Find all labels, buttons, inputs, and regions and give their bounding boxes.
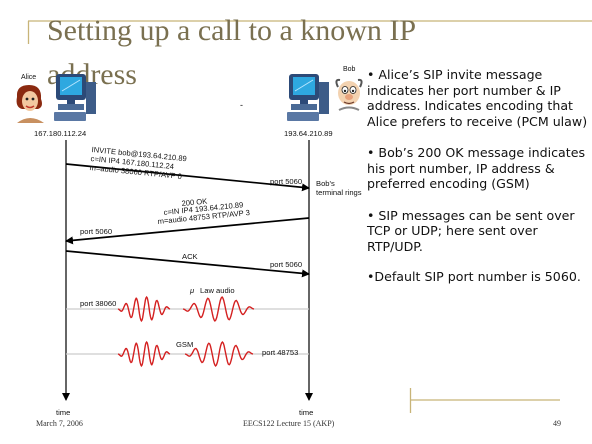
- bob-media-port: port 48753: [262, 348, 299, 357]
- invite-arrow: [65, 163, 310, 192]
- bob-label: Bob: [343, 66, 356, 73]
- ok-port: port 5060: [80, 227, 113, 236]
- invite-port: port 5060: [270, 177, 303, 186]
- alice-computer-icon: [54, 74, 96, 121]
- alice-time-label: time: [56, 408, 71, 417]
- title-dash: -: [240, 100, 243, 110]
- alice-media-port: port 38060: [80, 299, 117, 308]
- bob-time-label: time: [299, 408, 314, 417]
- footer-page-number: 49: [553, 419, 561, 428]
- bob-person-icon: [335, 78, 363, 111]
- bullet-item: •Default SIP port number is 5060.: [367, 269, 581, 284]
- bullet-item: • Bob’s 200 OK message indicates his por…: [367, 145, 586, 191]
- law-audio-label: Law audio: [200, 286, 235, 295]
- gsm-wave: [117, 340, 254, 368]
- bob-rings-line-1: Bob's: [316, 179, 335, 188]
- ack-arrow: [65, 250, 310, 278]
- alice-person-icon: [16, 85, 44, 123]
- alice-ip: 167.180.112.24: [34, 129, 87, 138]
- ack-label: ACK: [182, 252, 198, 261]
- gsm-label: GSM: [176, 340, 194, 349]
- footer-date: March 7, 2006: [36, 419, 83, 428]
- footer-course: EECS122 Lecture 15 (AKP): [243, 419, 335, 428]
- bullet-item: • Alice’s SIP invite message indicates h…: [367, 67, 588, 129]
- bullet-item: • SIP messages can be sent over TCP or U…: [367, 207, 575, 254]
- ok-arrow: [65, 217, 310, 245]
- alice-label: Alice: [21, 74, 37, 81]
- slide-title-line-1: Setting up a call to a known IP: [47, 14, 417, 47]
- bob-rings-line-2: terminal rings: [316, 188, 362, 197]
- law-audio-wave: [117, 295, 255, 323]
- ack-port: port 5060: [270, 260, 303, 269]
- bullet-list: • Alice’s SIP invite message indicates h…: [367, 67, 589, 285]
- law-audio-mu: μ: [190, 286, 195, 295]
- bob-ip: 193.64.210.89: [284, 129, 333, 138]
- bob-computer-icon: [287, 74, 329, 121]
